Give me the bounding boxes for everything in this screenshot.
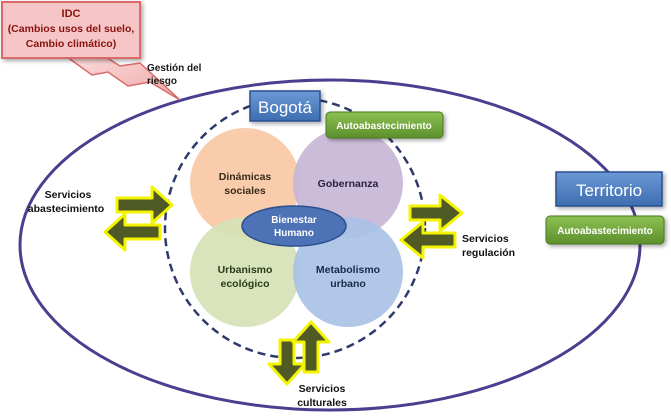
abastecimiento-arrow-left bbox=[103, 212, 162, 252]
bienestar-humano-ellipse bbox=[241, 205, 347, 247]
territorio-box bbox=[555, 171, 663, 207]
regulacion-arrows bbox=[399, 193, 464, 260]
idc-line1: (Cambios usos del suelo, bbox=[8, 23, 135, 35]
petal-metabolismo-label-2: urbano bbox=[330, 278, 366, 290]
petal-metabolismo-label-1: Metabolismo bbox=[316, 264, 380, 276]
petal-urbanismo-label-1: Urbanismo bbox=[218, 264, 273, 276]
territorio-autoabastecimiento-badge bbox=[545, 215, 665, 245]
petal-urbanismo-label-2: ecológico bbox=[220, 278, 269, 290]
bogota-autoabastecimiento-label: Autoabastecimiento bbox=[336, 121, 432, 132]
territorio-title: Territorio bbox=[576, 181, 642, 200]
culturales-arrow-up bbox=[291, 320, 331, 374]
abastecimiento-arrows bbox=[103, 185, 174, 252]
culturales-arrow-down bbox=[267, 338, 307, 386]
gestion-label-2: riesgo bbox=[147, 76, 177, 87]
abastecimiento-label-2: abastecimiento bbox=[28, 203, 104, 215]
petal-dinamicas-label-2: sociales bbox=[224, 185, 266, 197]
idc-title: IDC bbox=[62, 8, 81, 20]
idc-line2: Cambio climático) bbox=[26, 38, 116, 50]
regulacion-arrow-right bbox=[408, 193, 464, 233]
bienestar-label-1: Bienestar bbox=[271, 215, 317, 226]
petal-metabolismo bbox=[293, 217, 403, 327]
culturales-label-2: culturales bbox=[297, 397, 347, 409]
bogota-autoabastecimiento-badge bbox=[325, 111, 444, 139]
bogota-title: Bogotá bbox=[258, 98, 312, 117]
petal-gobernanza-label: Gobernanza bbox=[318, 178, 379, 190]
petal-dinamicas-label-1: Dinámicas bbox=[219, 171, 272, 183]
bogota-box bbox=[249, 90, 321, 122]
regulacion-label-1: Servicios bbox=[462, 233, 509, 245]
gestion-label-1: Gestión del bbox=[147, 63, 202, 74]
culturales-arrows bbox=[267, 320, 331, 386]
regulacion-arrow-left bbox=[399, 220, 457, 260]
territorio-autoabastecimiento-label: Autoabastecimiento bbox=[557, 226, 653, 237]
territorio-ellipse bbox=[18, 78, 642, 412]
idc-box bbox=[1, 1, 141, 59]
abastecimiento-label-1: Servicios bbox=[45, 189, 92, 201]
bienestar-label-2: Humano bbox=[274, 228, 314, 239]
abastecimiento-arrow-right bbox=[115, 185, 174, 225]
culturales-label-1: Servicios bbox=[299, 383, 346, 395]
regulacion-label-2: regulación bbox=[462, 247, 515, 259]
